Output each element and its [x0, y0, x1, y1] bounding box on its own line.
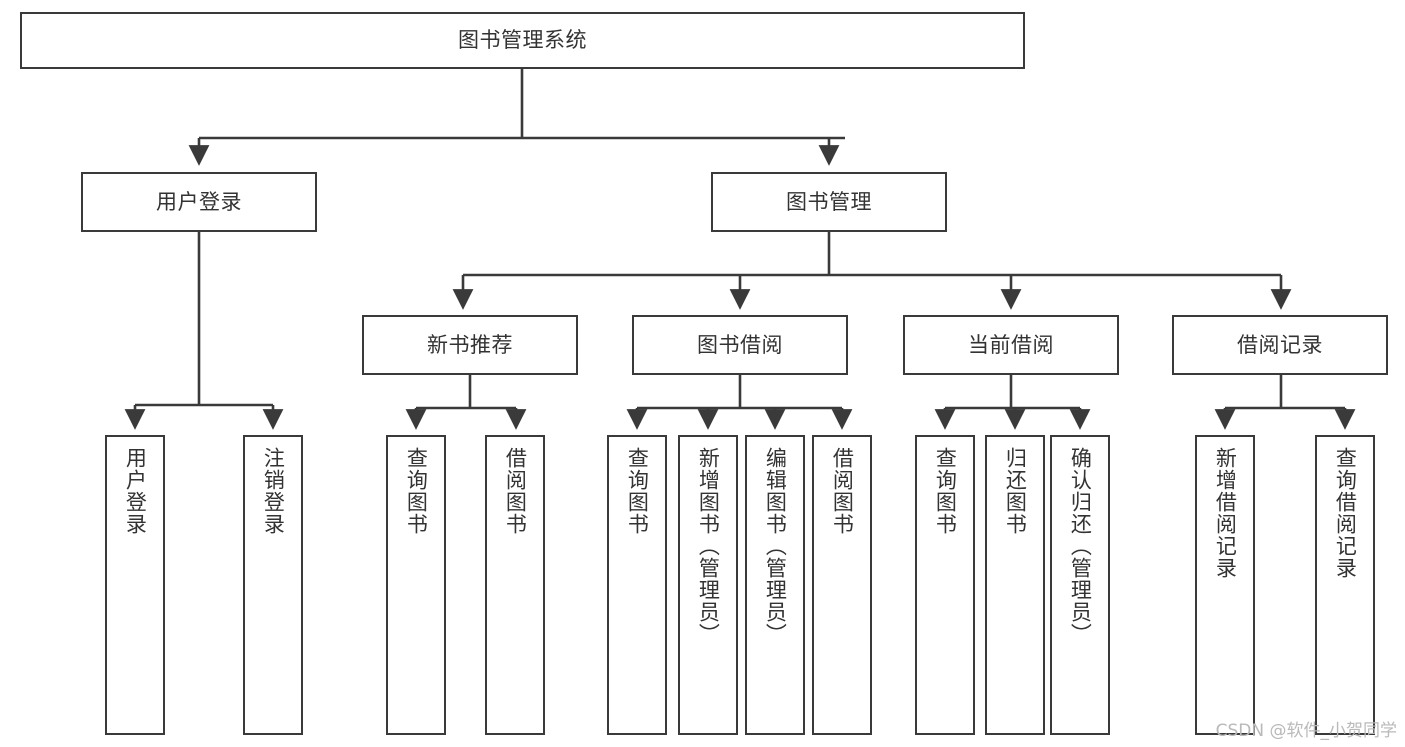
- node-new-book-recommendation-label: 新书推荐: [427, 332, 513, 357]
- leaf-edit-book-admin-label: 编辑图书（管理员）: [763, 447, 788, 645]
- node-current-borrowing[interactable]: 当前借阅: [903, 315, 1119, 375]
- node-user-login[interactable]: 用户登录: [81, 172, 317, 232]
- leaf-confirm-return-admin[interactable]: 确认归还（管理员）: [1050, 435, 1110, 735]
- node-book-management[interactable]: 图书管理: [711, 172, 947, 232]
- leaf-user-logout[interactable]: 注销登录: [243, 435, 303, 735]
- leaf-add-book-admin[interactable]: 新增图书（管理员）: [678, 435, 738, 735]
- leaf-borrow-book-new[interactable]: 借阅图书: [485, 435, 545, 735]
- leaf-query-book-current[interactable]: 查询图书: [915, 435, 975, 735]
- leaf-return-book-label: 归还图书: [1003, 447, 1028, 535]
- node-borrow-records-label: 借阅记录: [1237, 332, 1323, 357]
- leaf-query-book-new[interactable]: 查询图书: [386, 435, 446, 735]
- node-book-borrowing-label: 图书借阅: [697, 332, 783, 357]
- leaf-user-logout-label: 注销登录: [261, 447, 286, 535]
- leaf-borrow-book-label: 借阅图书: [830, 447, 855, 535]
- leaf-query-book-new-label: 查询图书: [404, 447, 429, 535]
- leaf-edit-book-admin[interactable]: 编辑图书（管理员）: [745, 435, 805, 735]
- node-root-label: 图书管理系统: [458, 28, 587, 53]
- leaf-query-book-borrow-label: 查询图书: [625, 447, 650, 535]
- node-root[interactable]: 图书管理系统: [20, 12, 1025, 69]
- leaf-query-book-borrow[interactable]: 查询图书: [607, 435, 667, 735]
- node-new-book-recommendation[interactable]: 新书推荐: [362, 315, 578, 375]
- node-book-borrowing[interactable]: 图书借阅: [632, 315, 848, 375]
- node-borrow-records[interactable]: 借阅记录: [1172, 315, 1388, 375]
- node-user-login-label: 用户登录: [156, 189, 242, 214]
- node-current-borrowing-label: 当前借阅: [968, 332, 1054, 357]
- node-book-management-label: 图书管理: [786, 189, 872, 214]
- leaf-borrow-book-new-label: 借阅图书: [503, 447, 528, 535]
- leaf-confirm-return-admin-label: 确认归还（管理员）: [1068, 447, 1093, 645]
- leaf-query-book-current-label: 查询图书: [933, 447, 958, 535]
- leaf-user-login[interactable]: 用户登录: [105, 435, 165, 735]
- leaf-add-borrow-record-label: 新增借阅记录: [1213, 447, 1238, 579]
- leaf-return-book[interactable]: 归还图书: [985, 435, 1045, 735]
- leaf-user-login-label: 用户登录: [123, 447, 148, 535]
- leaf-query-borrow-record-label: 查询借阅记录: [1333, 447, 1358, 579]
- leaf-borrow-book[interactable]: 借阅图书: [812, 435, 872, 735]
- csdn-watermark: CSDN @软件_小贺同学: [1215, 721, 1397, 741]
- leaf-add-borrow-record[interactable]: 新增借阅记录: [1195, 435, 1255, 735]
- leaf-add-book-admin-label: 新增图书（管理员）: [696, 447, 721, 645]
- leaf-query-borrow-record[interactable]: 查询借阅记录: [1315, 435, 1375, 735]
